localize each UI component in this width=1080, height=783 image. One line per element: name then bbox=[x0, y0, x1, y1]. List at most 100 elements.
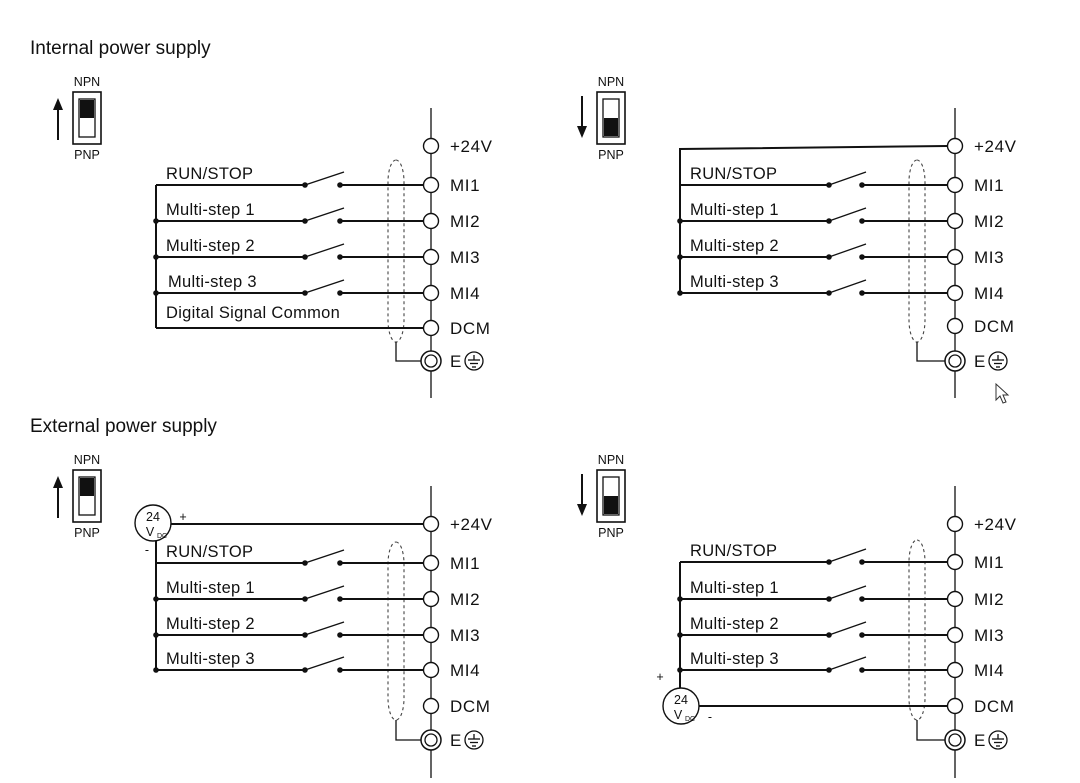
shield-drain-wire bbox=[916, 720, 945, 741]
input-label-mi1: RUN/STOP bbox=[166, 165, 253, 183]
terminal-label-mi4: MI4 bbox=[974, 661, 1004, 680]
dip-switch-external-npn: NPN PNP bbox=[53, 453, 102, 540]
terminal-+24v bbox=[946, 515, 964, 533]
switch-arrow-down-icon bbox=[577, 504, 587, 516]
input-label-mi1: RUN/STOP bbox=[166, 543, 253, 561]
terminal-e-inner bbox=[424, 733, 438, 747]
dip-switch-npn-label: NPN bbox=[598, 75, 624, 89]
terminal-+24v bbox=[422, 515, 440, 533]
cable-shield-outline bbox=[387, 541, 405, 721]
mouse-pointer-icon bbox=[995, 382, 1010, 404]
cable-shield-outline bbox=[908, 159, 926, 343]
terminal-label-e: E bbox=[450, 731, 462, 750]
input-label-mi3: Multi-step 2 bbox=[690, 237, 779, 255]
shield-drain-wire bbox=[395, 720, 421, 741]
terminal-label-mi1: MI1 bbox=[450, 554, 480, 573]
terminal-mi3 bbox=[422, 626, 440, 644]
terminal-mi1 bbox=[422, 176, 440, 194]
terminal-mi4 bbox=[946, 661, 964, 679]
earth-ground-icon bbox=[988, 351, 1008, 371]
terminal-label-mi3: MI3 bbox=[974, 248, 1004, 267]
input-label-mi4: Multi-step 3 bbox=[690, 650, 779, 668]
switch-arrow-up-icon bbox=[53, 476, 63, 488]
terminal-mi3 bbox=[946, 248, 964, 266]
switch-blade-mi4 bbox=[304, 656, 345, 671]
terminal-label-dcm: DCM bbox=[450, 319, 491, 338]
input-label-mi2: Multi-step 1 bbox=[690, 579, 779, 597]
terminal-label-+24v: +24V bbox=[974, 515, 1017, 534]
terminal-label-mi3: MI3 bbox=[450, 248, 480, 267]
heading-internal-power-supply: Internal power supply bbox=[30, 38, 211, 59]
terminal-label-e: E bbox=[450, 352, 462, 371]
switch-blade-mi3 bbox=[304, 243, 345, 258]
heading-external-power-supply: External power supply bbox=[30, 416, 217, 437]
terminal-label-+24v: +24V bbox=[450, 515, 493, 534]
terminal-mi3 bbox=[422, 248, 440, 266]
switch-blade-mi1 bbox=[304, 549, 345, 564]
terminal-dcm bbox=[946, 697, 964, 715]
terminal-label-mi4: MI4 bbox=[450, 661, 480, 680]
switch-blade-mi4 bbox=[828, 656, 867, 671]
dc-source-value: 24 bbox=[146, 510, 160, 524]
common-junction-dot bbox=[677, 632, 683, 638]
dip-switch-pnp-label: PNP bbox=[74, 526, 100, 540]
shield-drain-wire bbox=[916, 342, 945, 362]
dip-switch-knob bbox=[604, 118, 618, 136]
terminal-+24v bbox=[946, 137, 964, 155]
terminal-mi2 bbox=[946, 212, 964, 230]
input-label-mi2: Multi-step 1 bbox=[166, 201, 255, 219]
terminal-label-e: E bbox=[974, 352, 986, 371]
dc-source-plus-sign: + bbox=[179, 510, 186, 524]
dc-source-unit: V bbox=[146, 525, 155, 539]
dc-source-unit: V bbox=[674, 708, 683, 722]
input-label-mi2: Multi-step 1 bbox=[166, 579, 255, 597]
dip-switch-knob bbox=[80, 478, 94, 496]
earth-ground-icon bbox=[988, 730, 1008, 750]
terminal-label-mi4: MI4 bbox=[450, 284, 480, 303]
terminal-e-inner bbox=[424, 354, 438, 368]
terminal-label-mi2: MI2 bbox=[450, 212, 480, 231]
dc-source-value: 24 bbox=[674, 693, 688, 707]
switch-blade-mi3 bbox=[828, 621, 867, 636]
switch-blade-mi2 bbox=[304, 585, 345, 600]
input-label-mi1: RUN/STOP bbox=[690, 165, 777, 183]
input-label-mi4: Multi-step 3 bbox=[166, 650, 255, 668]
terminal-label-dcm: DCM bbox=[974, 317, 1015, 336]
input-label-mi2: Multi-step 1 bbox=[690, 201, 779, 219]
terminal-mi1 bbox=[946, 176, 964, 194]
switch-arrow-down-icon bbox=[577, 126, 587, 138]
terminal-mi1 bbox=[422, 554, 440, 572]
terminal-mi4 bbox=[422, 661, 440, 679]
terminal-label-mi2: MI2 bbox=[450, 590, 480, 609]
switch-blade-mi4 bbox=[828, 279, 867, 294]
terminal-label-mi3: MI3 bbox=[450, 626, 480, 645]
dip-switch-npn-label: NPN bbox=[74, 453, 100, 467]
input-label-mi3: Multi-step 2 bbox=[166, 237, 255, 255]
terminal-e-inner bbox=[948, 354, 962, 368]
switch-blade-mi2 bbox=[828, 207, 867, 222]
terminal-label-mi1: MI1 bbox=[450, 176, 480, 195]
terminal-label-dcm: DCM bbox=[974, 697, 1015, 716]
terminal-dcm bbox=[422, 697, 440, 715]
input-label-mi4: Multi-step 3 bbox=[168, 273, 257, 291]
dip-switch-pnp-label: PNP bbox=[74, 148, 100, 162]
input-label-mi3: Multi-step 2 bbox=[166, 615, 255, 633]
common-to-24v-wire bbox=[679, 145, 948, 293]
common-junction-dot bbox=[153, 667, 159, 673]
switch-blade-mi1 bbox=[828, 171, 867, 186]
dip-switch-npn-label: NPN bbox=[598, 453, 624, 467]
terminal-+24v bbox=[422, 137, 440, 155]
switch-blade-mi3 bbox=[304, 621, 345, 636]
terminal-label-+24v: +24V bbox=[450, 137, 493, 156]
earth-ground-icon bbox=[464, 351, 484, 371]
terminal-label-dcm: DCM bbox=[450, 697, 491, 716]
common-junction-dot bbox=[153, 632, 159, 638]
terminal-label-mi2: MI2 bbox=[974, 212, 1004, 231]
